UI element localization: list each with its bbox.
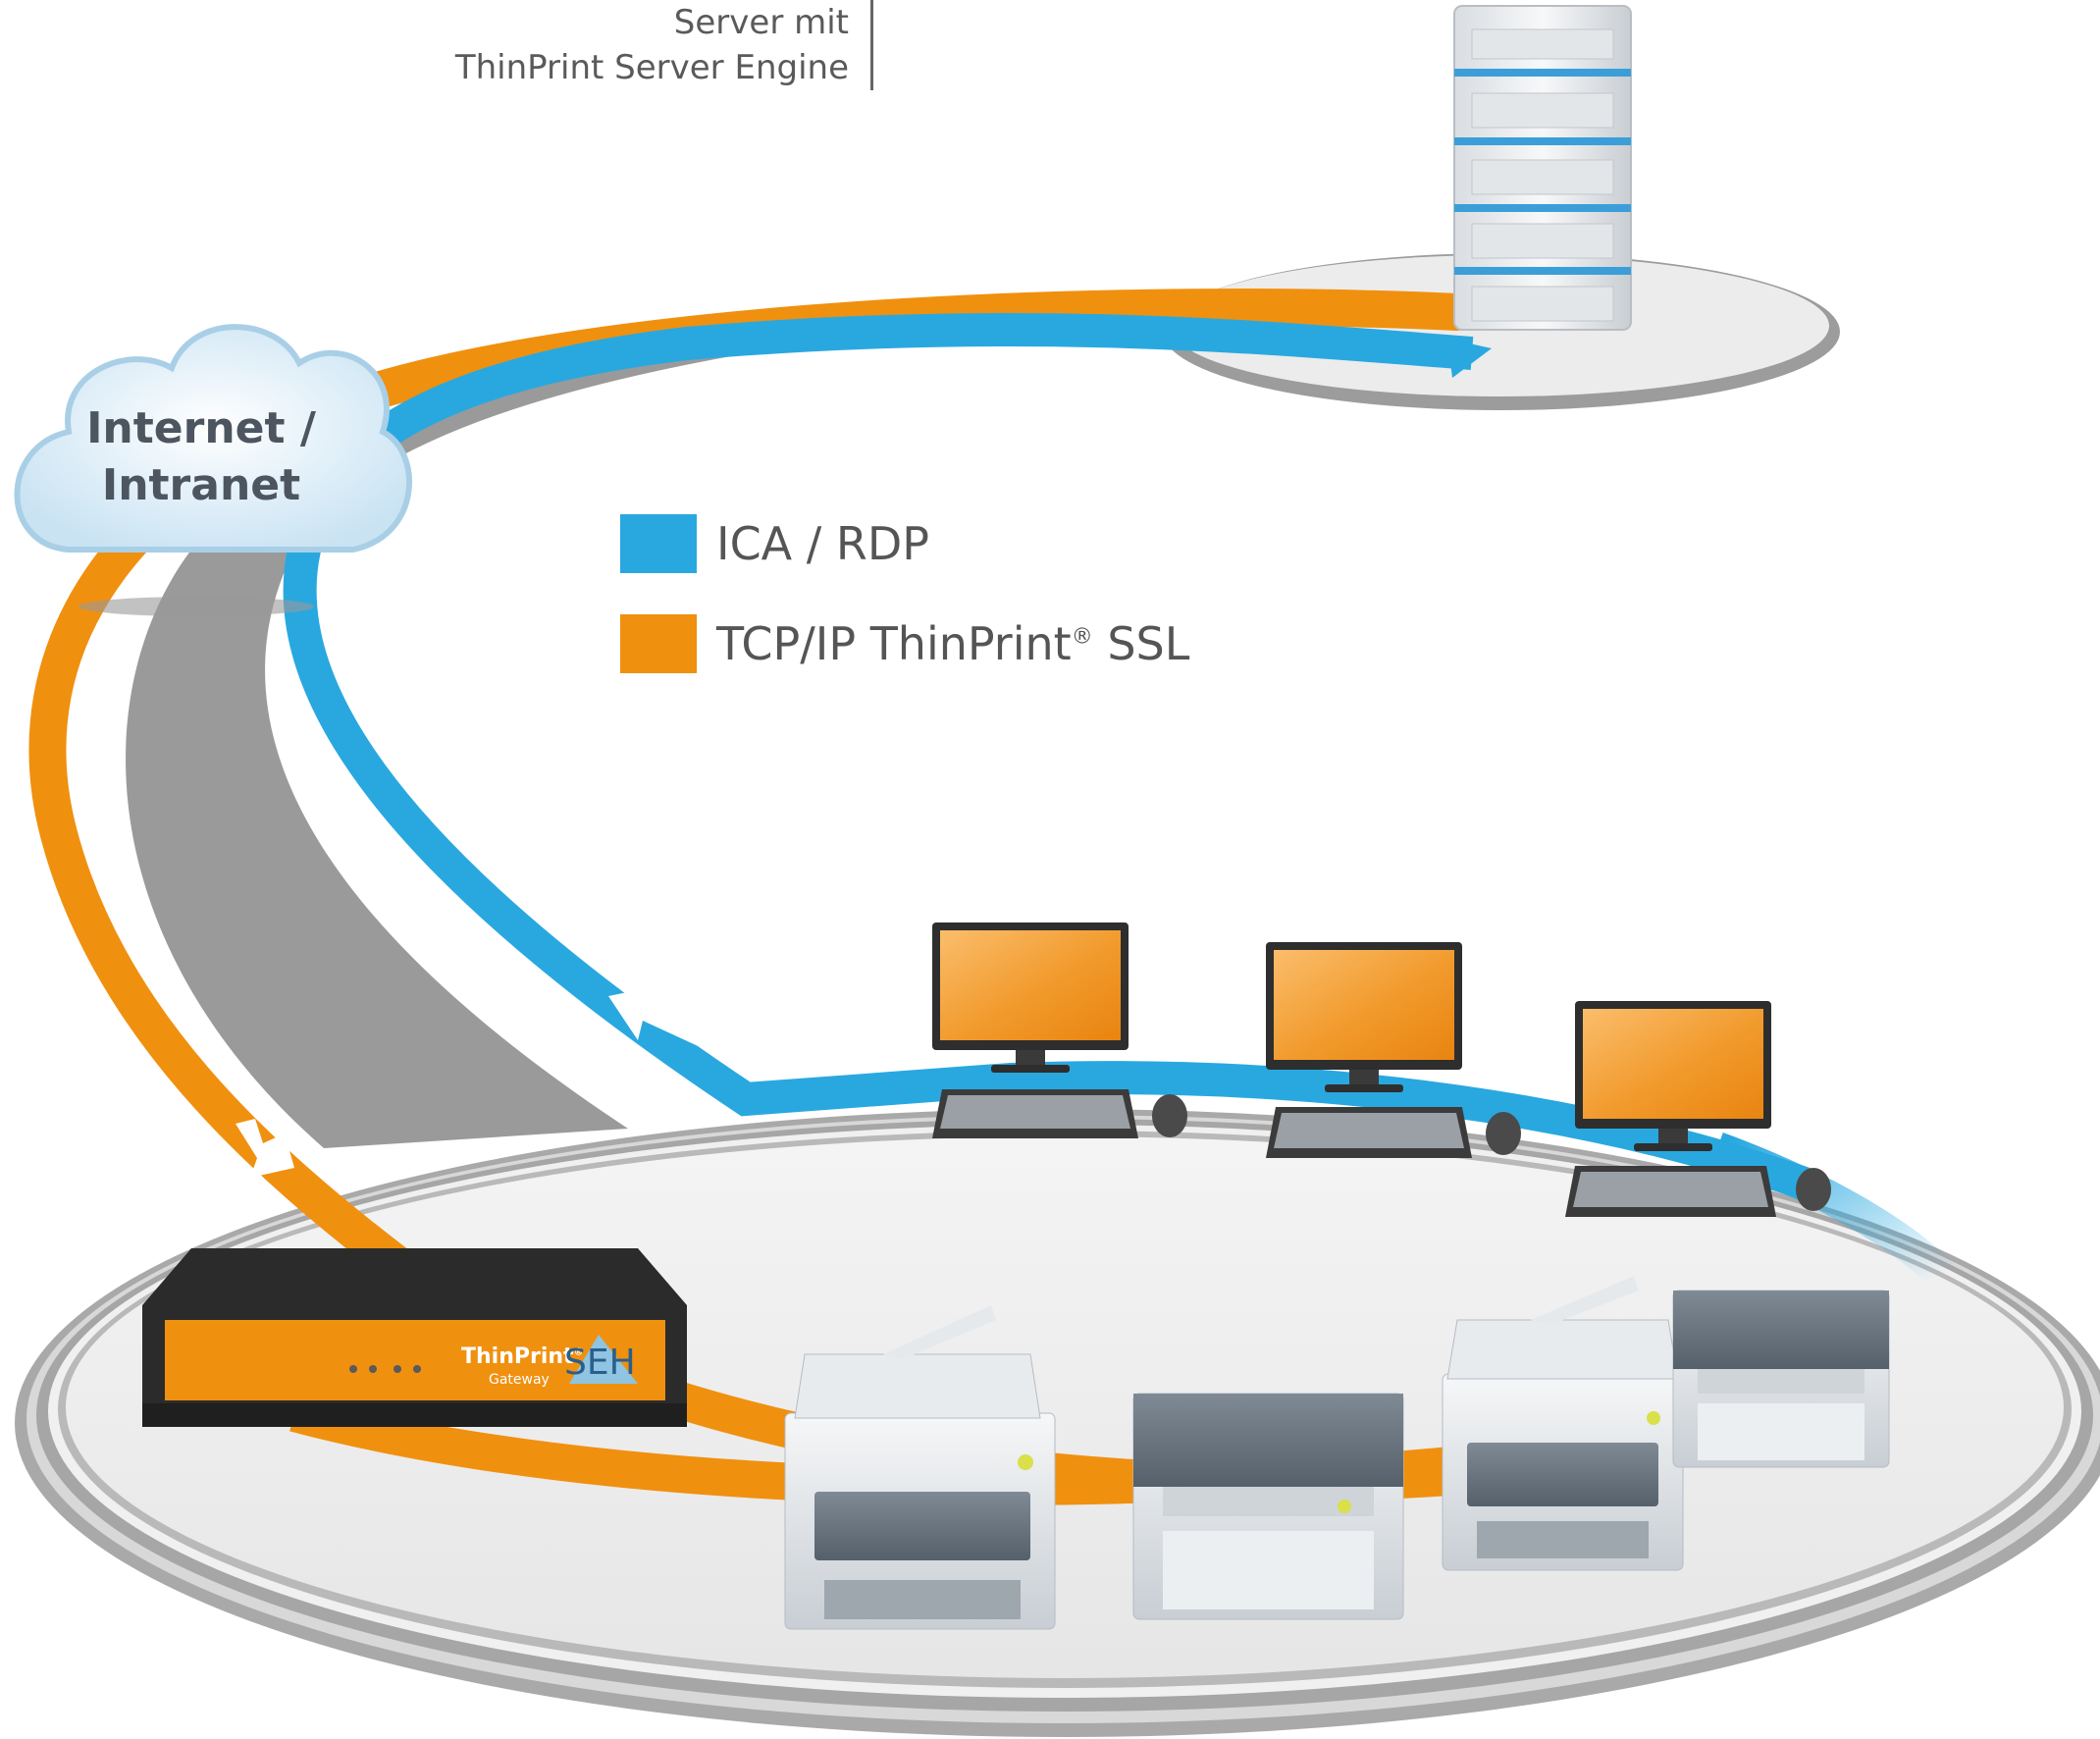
printer-1 [784,1305,1056,1630]
legend-swatch-orange [620,614,697,673]
blue-fade-path [1711,1133,1956,1289]
cloud-icon [14,324,412,616]
blue-connection-path [283,312,1821,1203]
legend-swatch-blue [620,514,697,573]
server-label: Server mit ThinPrint Server Engine [455,0,873,90]
up-arrow-icon [608,986,716,1050]
printer-3 [1442,1276,1684,1571]
workstation-1 [932,922,1187,1138]
workstation-3 [1565,1001,1831,1217]
gateway-maker: SEH [564,1343,636,1383]
legend-item-ica-rdp: ICA / RDP [620,514,1189,573]
legend-item-thinprint-ssl: TCP/IP ThinPrint® SSL [620,614,1189,673]
server-label-line1: Server mit [673,3,849,42]
gateway-brand: ThinPrint® [461,1344,584,1369]
printer-4 [1672,1290,1890,1468]
down-arrow-icon [236,1119,294,1178]
legend-label: TCP/IP ThinPrint® SSL [716,617,1190,670]
cloud-label-line1: Internet / [86,403,316,453]
cloud-label-line2: Intranet [101,460,301,510]
gateway-device [142,1248,687,1427]
legend: ICA / RDP TCP/IP ThinPrint® SSL [620,514,1189,714]
printer-2 [1132,1393,1404,1620]
server-icon [1453,5,1632,331]
workstation-2 [1266,942,1521,1158]
cloud-label: Internet / Intranet [54,400,348,514]
legend-label: ICA / RDP [716,517,930,570]
gateway-sub: Gateway [489,1372,550,1388]
server-label-line2: ThinPrint Server Engine [454,48,849,87]
blue-arrow-head [1447,339,1492,378]
